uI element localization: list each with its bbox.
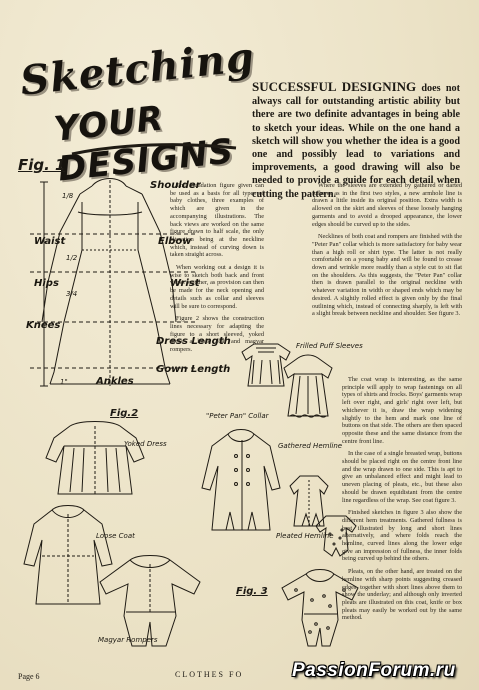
label-gown-length: Gown Length bbox=[156, 364, 231, 375]
label-shoulder: Shoulder bbox=[150, 180, 201, 191]
label-fraction-bottom: 1" bbox=[60, 378, 68, 386]
magyar-rompers-drawing bbox=[99, 555, 201, 647]
label-knees: Knees bbox=[26, 320, 61, 331]
label-wrist: Wrist bbox=[170, 278, 200, 289]
label-loose-coat: Loose Coat bbox=[96, 532, 135, 540]
label-magyar-rompers: Magyar Rompers bbox=[98, 636, 158, 644]
column2-paragraph: Necklines of both coat and rompers are f… bbox=[312, 233, 462, 318]
label-ankles: Ankles bbox=[96, 376, 134, 387]
rompers-back-drawing bbox=[315, 515, 357, 557]
column2-paragraph: Finished sketches in figure 3 also show … bbox=[342, 509, 462, 563]
column2-paragraph: Pleats, on the other hand, are treated o… bbox=[342, 568, 462, 622]
frilled-dress-back-drawing bbox=[241, 343, 291, 387]
column2-paragraph: The coat wrap is interesting, as the sam… bbox=[342, 376, 462, 445]
label-elbow: Elbow bbox=[158, 236, 192, 247]
fig-1-label: Fig. 1 bbox=[18, 156, 66, 174]
coat-front-drawing bbox=[201, 429, 281, 531]
label-dress-length: Dress Length bbox=[156, 336, 231, 347]
frilled-dress-front-drawing bbox=[283, 354, 333, 418]
body-text-column-2-top: Where the sleeves are extended by gather… bbox=[312, 182, 462, 362]
column1-paragraph: Figure 2 shows the construction lines ne… bbox=[170, 315, 264, 354]
column2-paragraph: In the case of a single breasted wrap, b… bbox=[342, 450, 462, 504]
coat-back-drawing bbox=[289, 475, 329, 527]
label-yoked-dress: Yoked Dress bbox=[124, 440, 167, 448]
label-waist: Waist bbox=[34, 236, 66, 247]
column1-paragraph: When working out a design it is wise to … bbox=[170, 264, 264, 310]
yoked-dress-drawing bbox=[45, 421, 145, 495]
page-number: Page 6 bbox=[18, 672, 40, 681]
label-fraction-hips: 3/4 bbox=[66, 290, 78, 298]
magazine-name: CLOTHES FO bbox=[175, 670, 244, 679]
label-fraction-waist: 1/2 bbox=[66, 254, 78, 262]
column2-paragraph: Where the sleeves are extended by gather… bbox=[312, 182, 462, 228]
intro-paragraph: SUCCESSFUL DESIGNING does not always cal… bbox=[252, 80, 460, 201]
title-underline-swash bbox=[71, 143, 237, 156]
fig-3-label: Fig. 3 bbox=[236, 586, 268, 597]
label-gathered-hemline: Gathered Hemline bbox=[278, 442, 343, 450]
label-fraction-top: 1/8 bbox=[62, 192, 74, 200]
foundation-figure-drawing bbox=[30, 178, 196, 387]
rompers-front-drawing bbox=[281, 569, 359, 647]
label-peter-pan-collar: "Peter Pan" Collar bbox=[206, 412, 269, 420]
body-text-column-2-bottom: The coat wrap is interesting, as the sam… bbox=[342, 376, 462, 664]
column1-paragraph: The foundation figure given can be used … bbox=[170, 182, 264, 259]
intro-text: does not always call for outstanding art… bbox=[252, 83, 461, 200]
site-watermark: PassionForum.ru bbox=[292, 660, 456, 681]
label-hips: Hips bbox=[34, 278, 59, 289]
intro-lead: SUCCESSFUL DESIGNING bbox=[252, 79, 417, 94]
label-frilled-puff-sleeves: Frilled Puff Sleeves bbox=[296, 342, 363, 350]
fig-2-label: Fig.2 bbox=[110, 408, 139, 419]
label-pleated-hemline: Pleated Hemline bbox=[276, 532, 334, 540]
body-text-column-1: The foundation figure given can be used … bbox=[170, 182, 264, 359]
loose-coat-drawing bbox=[23, 505, 113, 605]
